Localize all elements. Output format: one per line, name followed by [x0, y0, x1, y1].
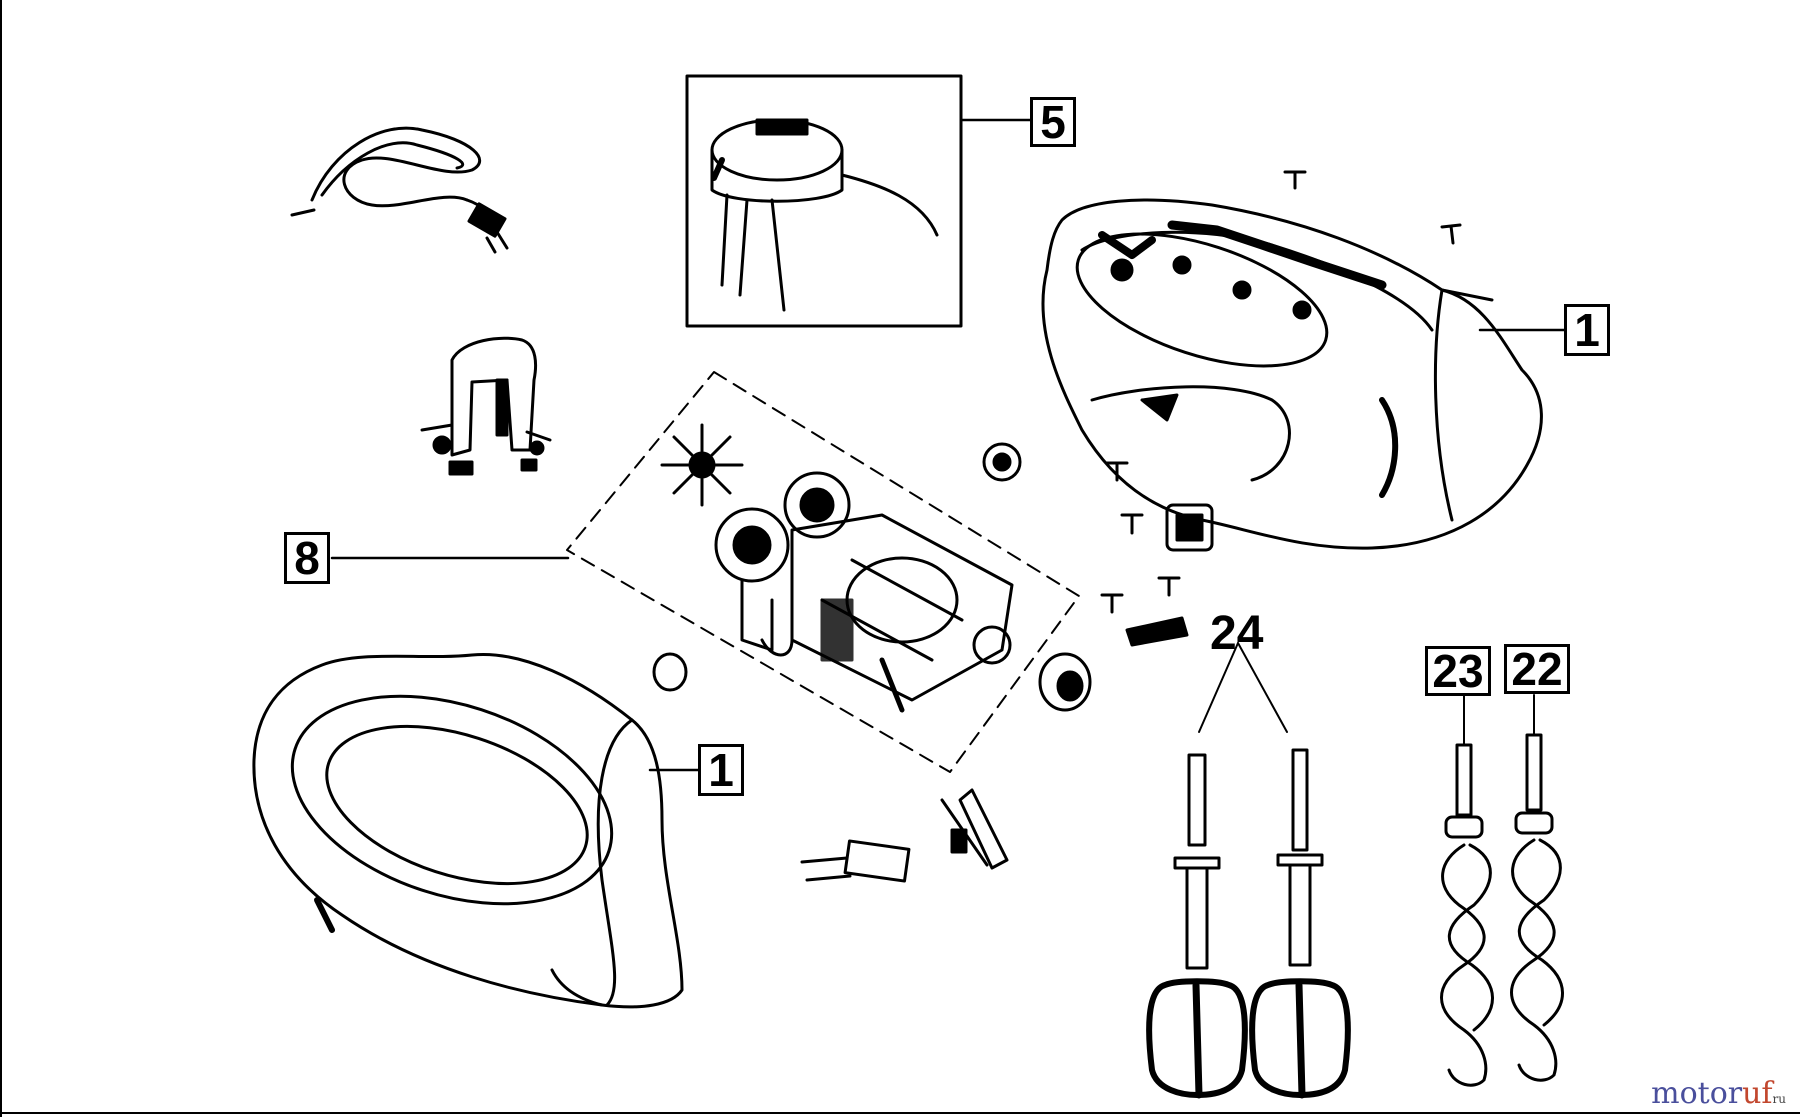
callout-1-bottom: 1 — [698, 744, 744, 796]
watermark: motorufru — [1651, 1076, 1786, 1111]
watermark-part2: uf — [1742, 1076, 1773, 1111]
screws — [1100, 170, 1462, 614]
callout-22: 22 — [1504, 644, 1570, 694]
callout-23: 23 — [1425, 646, 1491, 696]
callout-5: 5 — [1030, 97, 1076, 147]
bushings — [652, 442, 1092, 712]
switch-inset — [685, 74, 963, 328]
dough-hooks — [1440, 694, 1564, 1087]
handle-bracket — [420, 336, 552, 476]
watermark-part1: motor — [1651, 1076, 1743, 1111]
callout-8: 8 — [284, 532, 330, 584]
watermark-suffix: ru — [1772, 1092, 1786, 1106]
motor-assembly — [566, 371, 1080, 773]
callout-1-top: 1 — [1564, 304, 1610, 356]
power-cord — [290, 126, 509, 254]
housing-lower — [252, 652, 684, 1009]
callout-24: 24 — [1210, 607, 1264, 660]
bottom-rule — [2, 1112, 1800, 1114]
housing-upper — [1041, 198, 1543, 550]
beaters — [1146, 642, 1351, 1099]
small-components — [800, 503, 1214, 883]
